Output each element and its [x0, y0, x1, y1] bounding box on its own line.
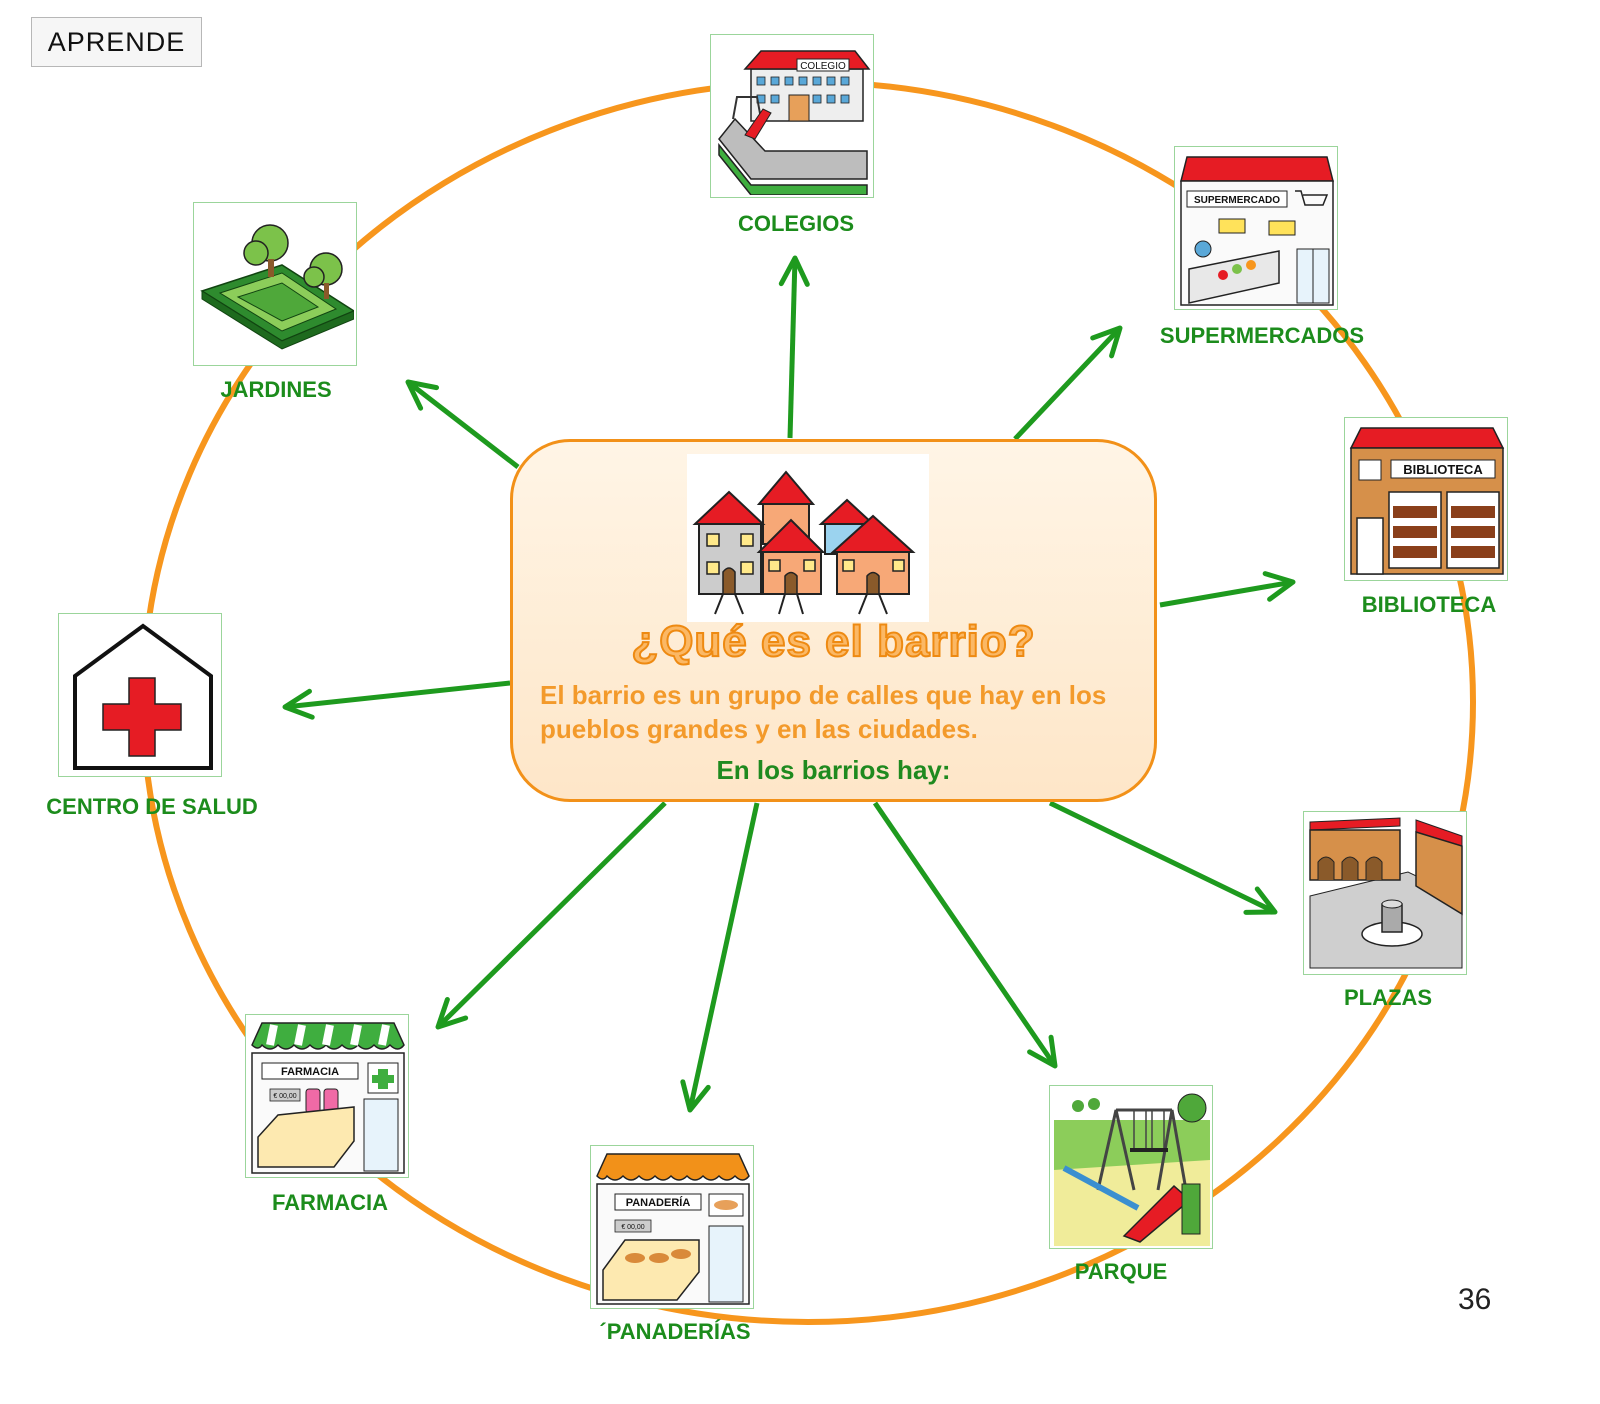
tile-panaderias: PANADERÍA € 00,00 — [590, 1145, 754, 1309]
supermarket-sign: SUPERMERCADO — [1194, 195, 1280, 206]
school-icon: COLEGIO — [718, 50, 871, 195]
tile-farmacia: FARMACIA € 00,00 — [245, 1014, 409, 1178]
health-center-icon — [73, 623, 213, 770]
aprende-tag: APRENDE — [31, 17, 202, 67]
tile-supermercados: SUPERMERCADO — [1174, 146, 1338, 310]
bakery-sign: PANADERÍA — [626, 1196, 691, 1209]
label-jardines: JARDINES — [220, 377, 332, 402]
arrow-parque — [872, 801, 1058, 1069]
arrow-colegios — [778, 255, 810, 439]
square-fountain-icon — [1309, 817, 1463, 969]
library-icon: BIBLIOTECA — [1349, 427, 1505, 575]
central-title: ¿Qué es el barrio? — [630, 616, 1036, 667]
tile-colegios: COLEGIO — [710, 34, 874, 198]
supermarket-icon: SUPERMERCADO — [1180, 156, 1334, 306]
page-number: 36 — [1458, 1283, 1492, 1316]
label-biblioteca: BIBLIOTECA — [1361, 592, 1497, 617]
label-centro-salud: CENTRO DE SALUD — [46, 794, 258, 819]
label-plazas: PLAZAS — [1344, 985, 1432, 1010]
central-lead: En los barrios hay: — [716, 755, 951, 785]
arrow-farmacia — [435, 801, 667, 1030]
library-sign: BIBLIOTECA — [1403, 462, 1483, 477]
pharmacy-icon: FARMACIA € 00,00 — [251, 1022, 405, 1174]
label-parque: PARQUE — [1074, 1259, 1168, 1284]
arrow-jardines — [405, 379, 520, 469]
playground-icon — [1054, 1093, 1210, 1246]
tile-centro-salud — [58, 613, 222, 777]
arrow-centro-salud — [282, 680, 511, 720]
tile-jardines — [193, 202, 357, 366]
arrow-plazas — [1048, 800, 1278, 915]
central-description: El barrio es un grupo de calles que hay … — [540, 680, 1107, 744]
label-farmacia: FARMACIA — [271, 1190, 389, 1215]
garden-icon — [200, 224, 354, 350]
pharmacy-sign: FARMACIA — [281, 1066, 339, 1078]
bakery-price: € 00,00 — [621, 1224, 644, 1231]
tile-plazas — [1303, 811, 1467, 975]
label-colegios: COLEGIOS — [737, 211, 855, 236]
bakery-icon: PANADERÍA € 00,00 — [596, 1153, 750, 1305]
arrow-panaderias — [680, 802, 760, 1113]
houses-icon — [687, 454, 929, 622]
pharmacy-price: € 00,00 — [273, 1093, 296, 1100]
label-supermercados: SUPERMERCADOS — [1159, 323, 1365, 348]
arrow-biblioteca — [1159, 571, 1296, 608]
tile-parque — [1049, 1085, 1213, 1249]
arrow-supermercados — [1013, 325, 1123, 441]
central-card: ¿Qué es el barrio? El barrio es un grupo… — [510, 439, 1157, 802]
label-panaderias: ´PANADERÍAS — [599, 1319, 751, 1344]
school-sign: COLEGIO — [800, 61, 846, 72]
tile-biblioteca: BIBLIOTECA — [1344, 417, 1508, 581]
